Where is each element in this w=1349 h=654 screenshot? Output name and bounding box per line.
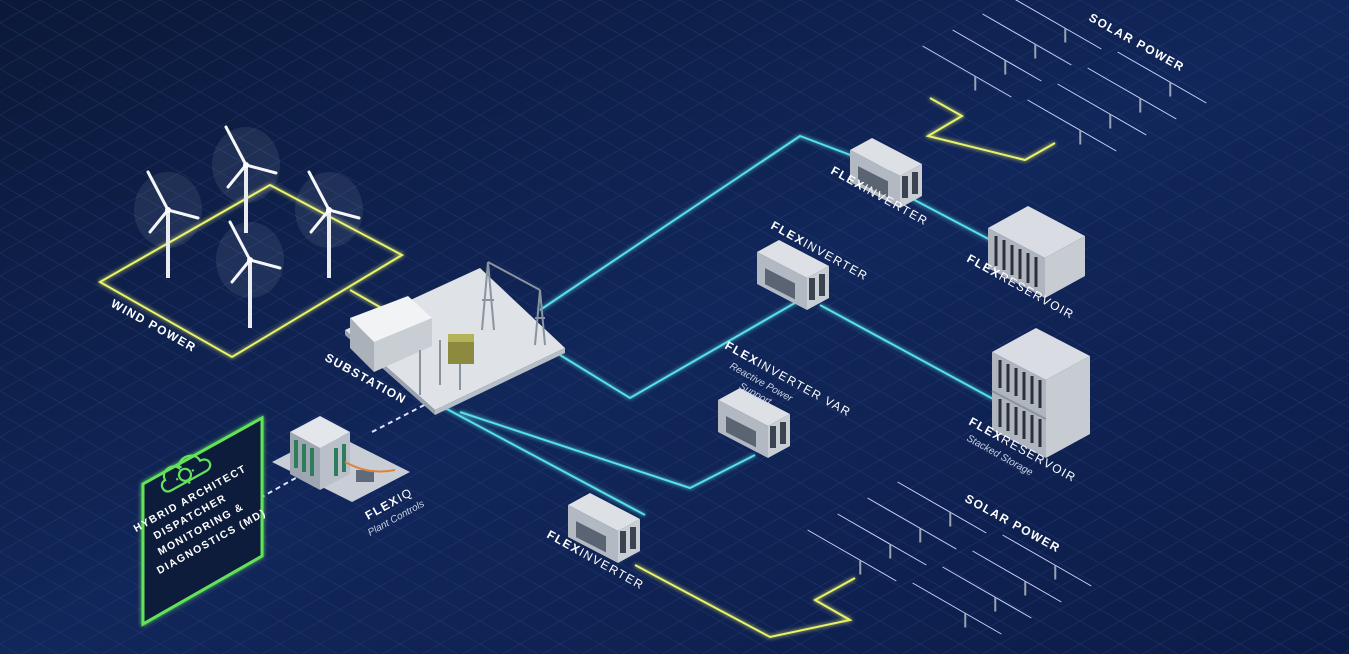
substation-building-front [374, 318, 432, 372]
solar-panel-top-8 [1027, 99, 1117, 152]
flex-inverter-unit-2 [757, 240, 829, 310]
flex-inverter-unit-3 [718, 388, 790, 458]
wind-turbine-1 [134, 170, 202, 278]
solar-panel-bottom-3 [837, 513, 927, 566]
wind-turbine-4 [216, 220, 284, 328]
substation-building [350, 296, 432, 342]
transformer [448, 340, 474, 364]
hybrid-architect-panel: HYBRID ARCHITECT DISPATCHER MONITORING &… [132, 415, 268, 627]
substation-pad-front [435, 348, 565, 415]
solar-panel-top-2 [982, 13, 1072, 66]
wind-turbines [134, 125, 363, 328]
link-bottom-solar [634, 564, 856, 639]
solar-panel-bottom-7 [942, 566, 1032, 619]
link-substation-mid-inverter [559, 299, 801, 400]
link-flexiq-substation [371, 401, 431, 433]
link-top-inverter-reservoir [904, 194, 1001, 246]
link-top-solar [925, 97, 1056, 162]
solar-panel-top-7 [1057, 83, 1147, 136]
transformer-top [448, 334, 474, 342]
solar-panel-bottom-4 [807, 529, 897, 582]
flex-reservoir-stacked-graphic [991, 328, 1090, 458]
inverters [568, 138, 922, 563]
solar-panel-top-4 [922, 45, 1012, 98]
substation-graphic [345, 261, 565, 415]
solar-array-bottom [807, 481, 1092, 635]
solar-panel-top-5 [1117, 51, 1207, 104]
solar-panel-bottom-1 [897, 481, 987, 534]
link-mid-inverter-reservoir-stacked [819, 304, 996, 401]
solar-panel-top-6 [1087, 67, 1177, 120]
link-wind-substation [349, 289, 386, 311]
flex-inverter-unit-4 [568, 493, 640, 563]
panel-frame [141, 415, 264, 627]
cyan-connections [429, 134, 1001, 516]
yellow-connections [97, 97, 1056, 639]
link-substation-var [459, 411, 756, 490]
flex-reservoir-graphic [988, 206, 1085, 298]
solar-panel-bottom-6 [972, 550, 1062, 603]
solar-panel-top-1 [1015, 0, 1102, 50]
wind-farm-boundary [97, 183, 405, 359]
wind-turbine-3 [295, 170, 363, 278]
solar-panel-bottom-2 [867, 497, 957, 550]
flex-iq-graphic [272, 416, 410, 502]
link-substation-bottom-inverter [429, 399, 646, 516]
solar-array-top [922, 0, 1207, 152]
wind-turbine-2 [212, 125, 280, 233]
solar-panel-bottom-5 [1002, 534, 1092, 587]
cloud-gear-icon [160, 454, 212, 493]
substation-building-side [350, 318, 374, 372]
solar-panel-top-3 [952, 29, 1042, 82]
solar-panel-bottom-8 [912, 582, 1002, 635]
flex-inverter-unit-1 [850, 138, 922, 208]
